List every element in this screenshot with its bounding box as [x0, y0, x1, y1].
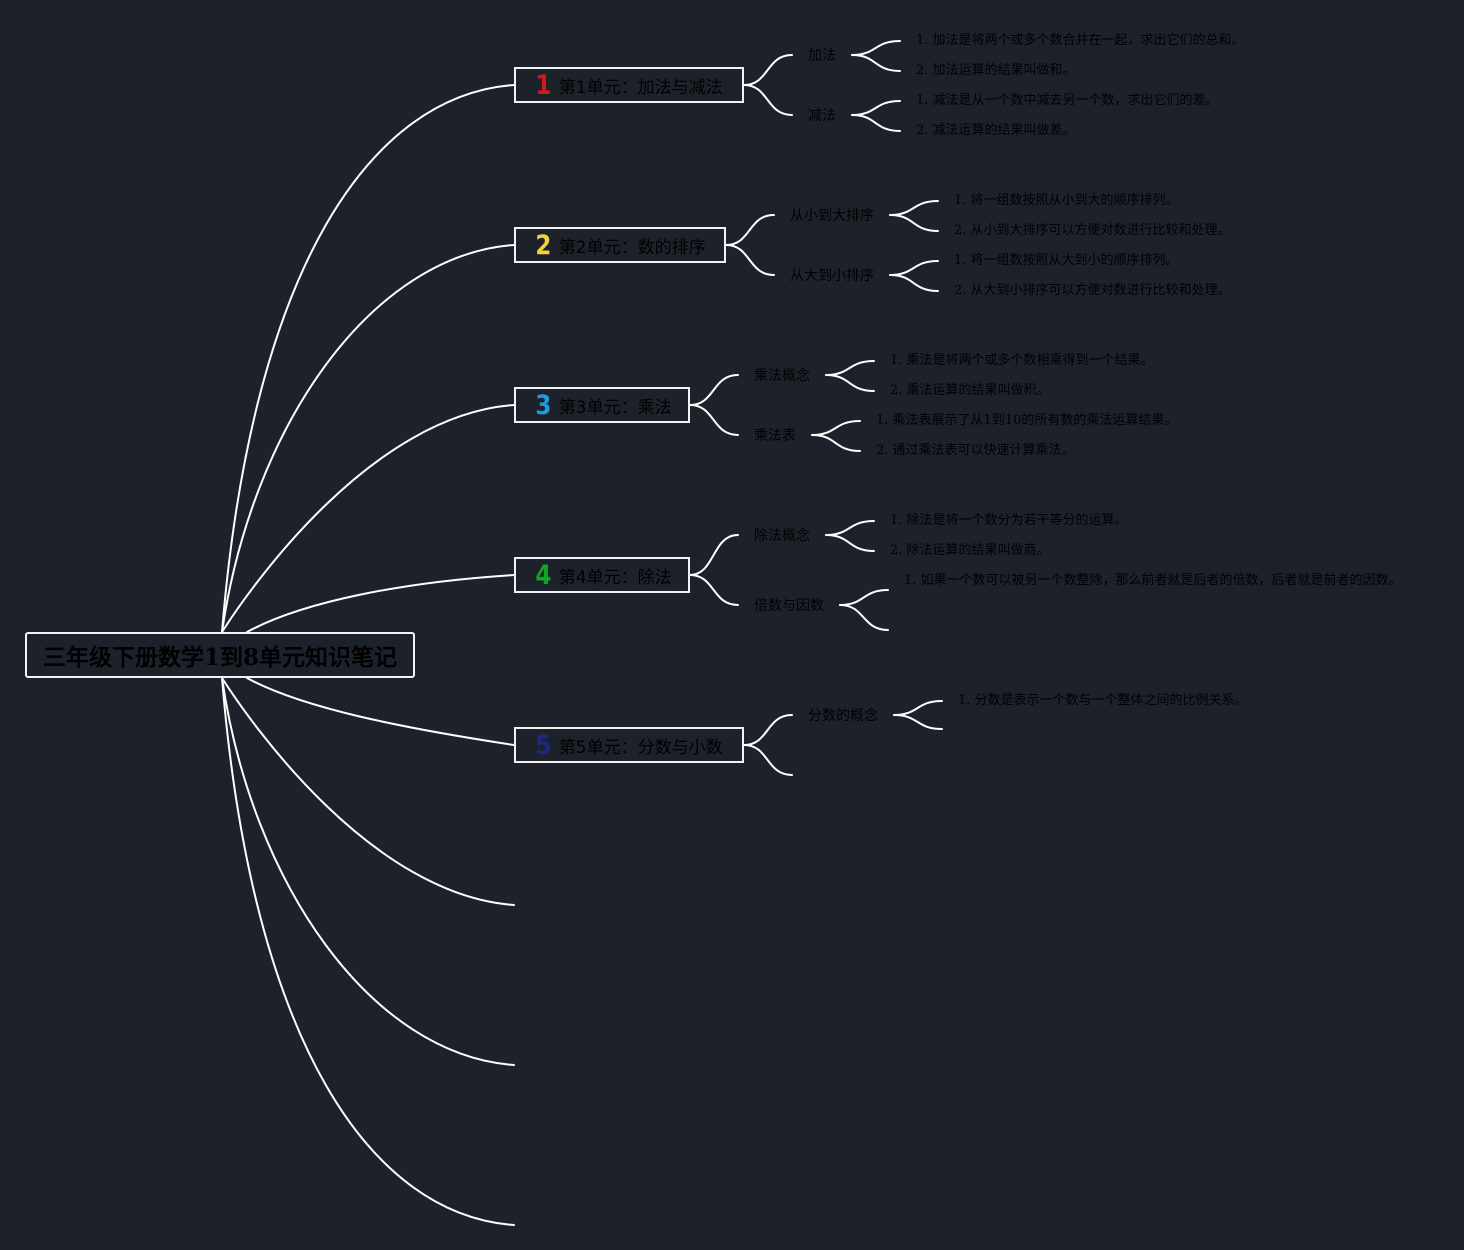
unit-3-node[interactable]: 3 第3单元：乘法	[514, 387, 690, 423]
unit3-branch-a	[689, 374, 739, 406]
trunk-line-3	[221, 404, 515, 633]
unit2-branch-a	[725, 214, 775, 246]
trunk-line-empty-2	[221, 677, 515, 1066]
fraction-notes-b	[893, 714, 943, 730]
multiples-notes-a	[839, 589, 889, 606]
addition-notes-a	[851, 40, 901, 56]
topic-multiples-factors[interactable]: 倍数与因数	[754, 598, 824, 614]
multiplication-notes-b	[825, 374, 875, 392]
unit2-branch-b	[725, 244, 775, 276]
multiples-notes-b	[839, 604, 889, 631]
note-addition-1[interactable]: 1. 加法是将两个或多个数合并在一起，求出它们的总和。	[916, 33, 1245, 48]
note-subtraction-1[interactable]: 1. 减法是从一个数中减去另一个数，求出它们的差。	[916, 93, 1219, 108]
unit-3-number-icon: 3	[535, 389, 552, 421]
unit4-branch-a	[689, 534, 739, 576]
note-table-2[interactable]: 2. 通过乘法表可以快速计算乘法。	[876, 443, 1075, 458]
descending-notes-b	[889, 274, 939, 292]
unit-3-label: 第3单元：乘法	[558, 397, 672, 418]
topic-multiplication-concept[interactable]: 乘法概念	[754, 368, 810, 384]
division-notes-a	[825, 520, 875, 536]
note-ascending-2[interactable]: 2. 从小到大排序可以方便对数进行比较和处理。	[954, 223, 1231, 238]
table-notes-b	[811, 434, 861, 452]
trunk-line-5	[246, 677, 515, 746]
unit-5-number-icon: 5	[535, 729, 552, 761]
unit-4-node[interactable]: 4 第4单元：除法	[514, 557, 690, 593]
unit4-branch-b	[689, 574, 739, 606]
unit-5-node[interactable]: 5 第5单元：分数与小数	[514, 727, 744, 763]
note-descending-1[interactable]: 1. 将一组数按照从大到小的顺序排列。	[954, 253, 1179, 268]
trunk-line-4	[246, 574, 515, 633]
unit1-branch-b	[743, 84, 793, 116]
note-multiplication-2[interactable]: 2. 乘法运算的结果叫做积。	[890, 383, 1050, 398]
note-fraction-1[interactable]: 1. 分数是表示一个数与一个整体之间的比例关系。	[958, 693, 1248, 708]
trunk-line-1	[221, 84, 515, 633]
unit-2-number-icon: 2	[535, 229, 552, 261]
descending-notes-a	[889, 260, 939, 276]
subtraction-notes-a	[851, 100, 901, 116]
unit-1-node[interactable]: 1 第1单元：加法与减法	[514, 67, 744, 103]
addition-notes-b	[851, 54, 901, 72]
unit5-branch-a	[743, 714, 793, 746]
note-multiples-1[interactable]: 1. 如果一个数可以被另一个数整除，那么前者就是后者的倍数，后者就是前者的因数。	[904, 573, 1402, 588]
ascending-notes-b	[889, 214, 939, 232]
trunk-line-empty-1	[221, 677, 515, 906]
unit-4-number-icon: 4	[535, 559, 552, 591]
note-table-1[interactable]: 1. 乘法表展示了从1到10的所有数的乘法运算结果。	[876, 413, 1178, 428]
topic-multiplication-table[interactable]: 乘法表	[754, 428, 796, 444]
note-addition-2[interactable]: 2. 加法运算的结果叫做和。	[916, 63, 1076, 78]
division-notes-b	[825, 534, 875, 552]
fraction-notes-a	[893, 700, 943, 716]
root-title: 三年级下册数学1到8单元知识笔记	[42, 644, 397, 671]
unit-4-label: 第4单元：除法	[558, 567, 672, 588]
multiplication-notes-a	[825, 360, 875, 376]
note-ascending-1[interactable]: 1. 将一组数按照从小到大的顺序排列。	[954, 193, 1179, 208]
table-notes-a	[811, 420, 861, 436]
note-descending-2[interactable]: 2. 从大到小排序可以方便对数进行比较和处理。	[954, 283, 1231, 298]
note-division-1[interactable]: 1. 除法是将一个数分为若干等分的运算。	[890, 513, 1128, 528]
unit-1-label: 第1单元：加法与减法	[558, 77, 723, 98]
unit-2-node[interactable]: 2 第2单元：数的排序	[514, 227, 726, 263]
note-division-2[interactable]: 2. 除法运算的结果叫做商。	[890, 543, 1050, 558]
unit5-branch-b	[743, 744, 793, 776]
ascending-notes-a	[889, 200, 939, 216]
unit1-branch-a	[743, 54, 793, 86]
trunk-line-empty-3	[221, 677, 515, 1226]
note-multiplication-1[interactable]: 1. 乘法是将两个或多个数相乘得到一个结果。	[890, 353, 1154, 368]
unit-1-number-icon: 1	[535, 69, 552, 101]
topic-ascending-sort[interactable]: 从小到大排序	[790, 208, 874, 224]
unit3-branch-b	[689, 404, 739, 436]
root-node[interactable]: 三年级下册数学1到8单元知识笔记	[25, 632, 415, 678]
note-subtraction-2[interactable]: 2. 减法运算的结果叫做差。	[916, 123, 1076, 138]
subtraction-notes-b	[851, 114, 901, 132]
topic-addition[interactable]: 加法	[808, 48, 836, 64]
topic-subtraction[interactable]: 减法	[808, 108, 836, 124]
topic-fraction-concept[interactable]: 分数的概念	[808, 708, 878, 724]
topic-descending-sort[interactable]: 从大到小排序	[790, 268, 874, 284]
trunk-line-2	[221, 244, 515, 633]
unit-2-label: 第2单元：数的排序	[558, 237, 706, 258]
unit-5-label: 第5单元：分数与小数	[558, 737, 723, 758]
topic-division-concept[interactable]: 除法概念	[754, 528, 810, 544]
